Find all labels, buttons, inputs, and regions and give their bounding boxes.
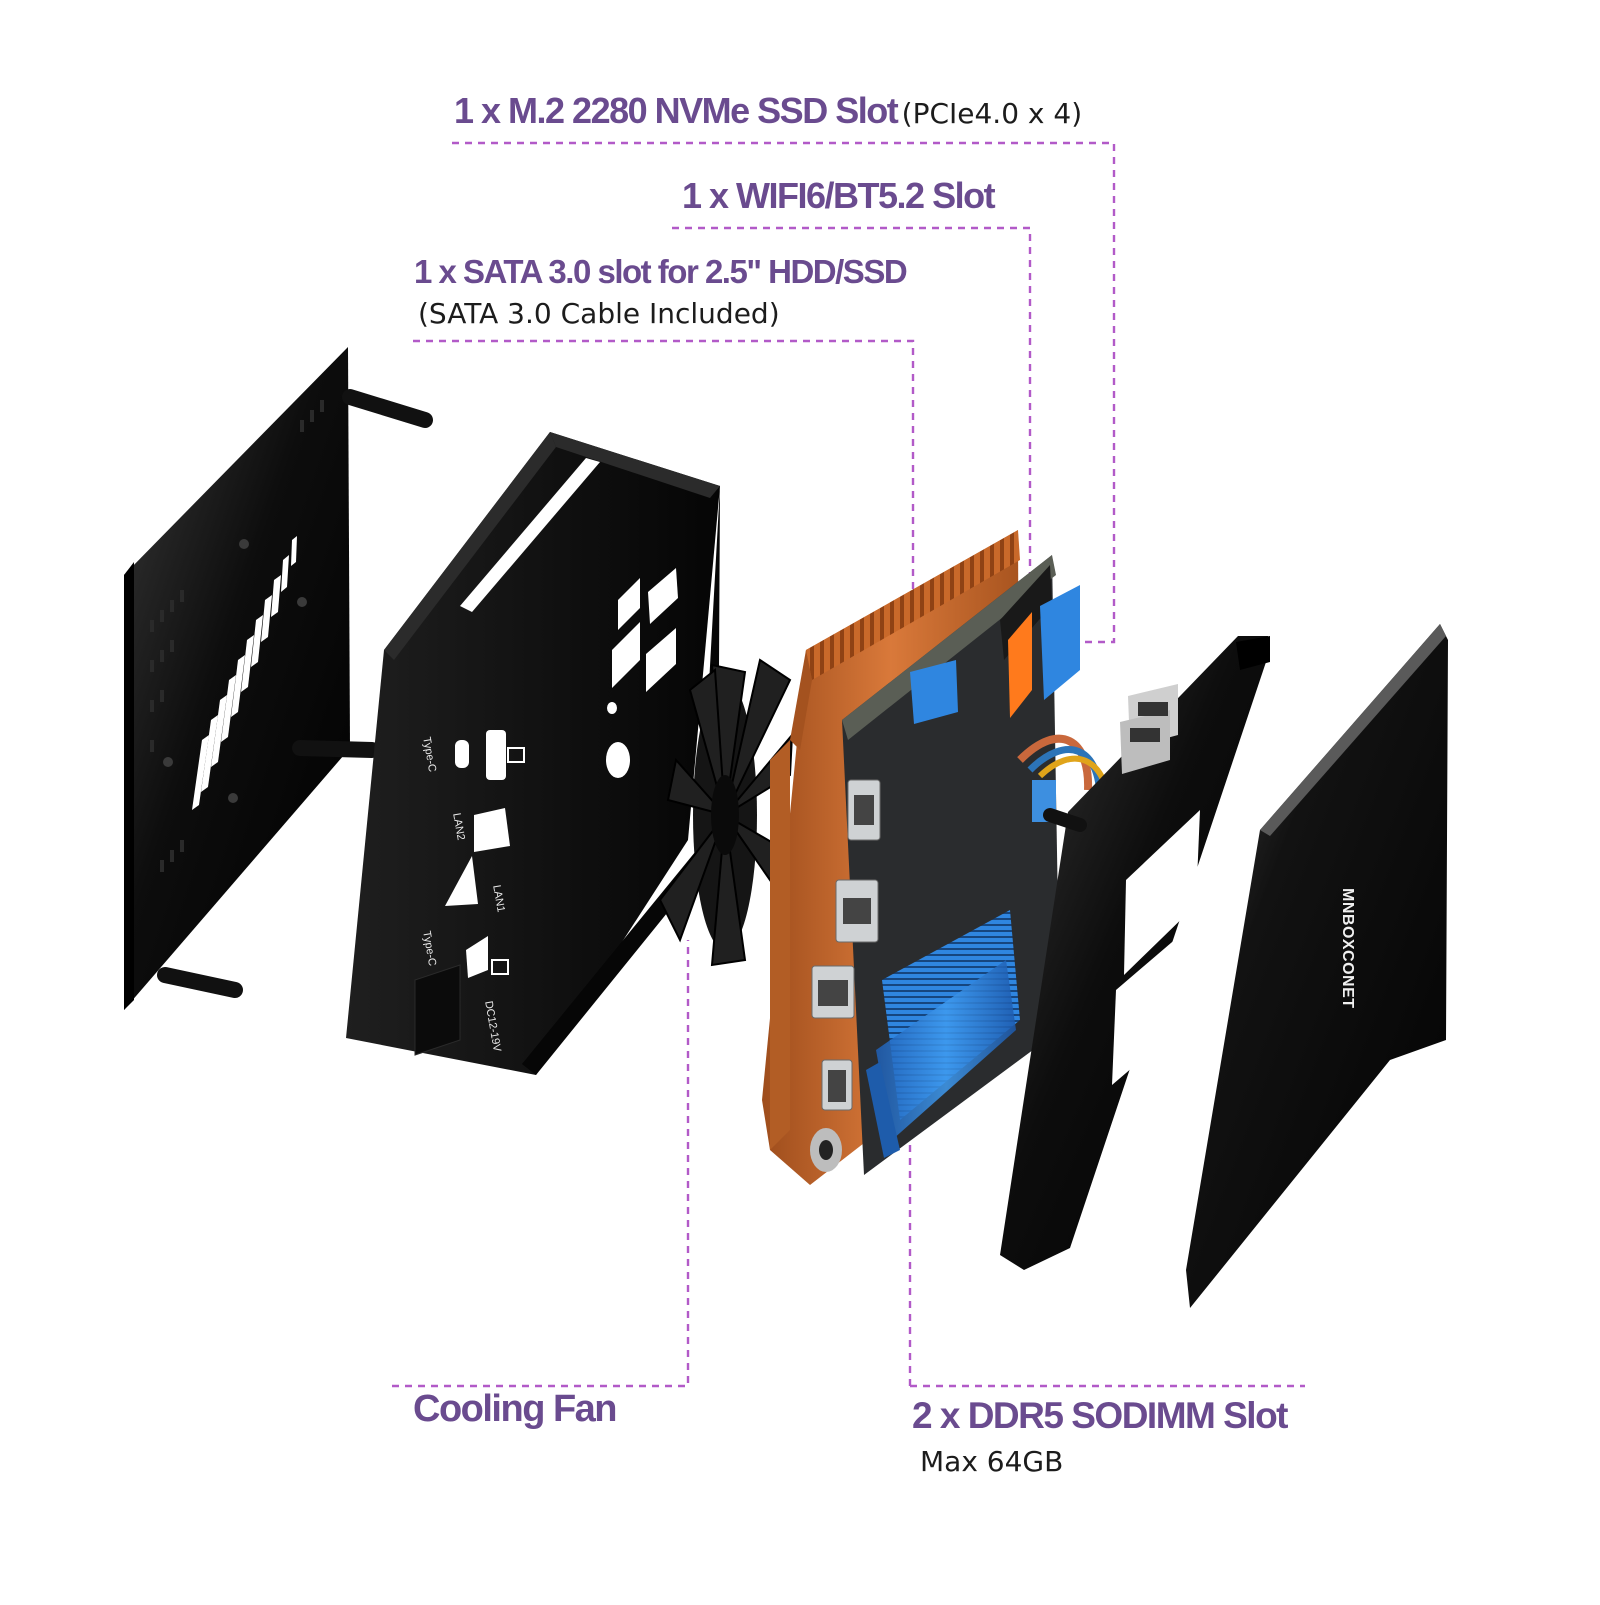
ram-callout-title: 2 x DDR5 SODIMM Slot — [912, 1395, 1289, 1436]
cooling-fan — [658, 658, 794, 967]
vented-side-panel — [124, 347, 433, 1010]
ram-callout: 2 x DDR5 SODIMM Slot Max 64GB — [912, 1395, 1289, 1478]
sata-leader-line — [413, 339, 915, 690]
ram-callout-note: Max 64GB — [920, 1445, 1064, 1478]
wifi-leader-line — [672, 226, 1032, 610]
wifi-callout-title: 1 x WIFI6/BT5.2 Slot — [682, 175, 996, 216]
ssd-callout: 1 x M.2 2280 NVMe SSD Slot (PCIe4.0 x 4) — [454, 90, 1082, 132]
fan-callout: Cooling Fan — [413, 1388, 618, 1431]
motherboard — [762, 530, 1113, 1185]
chassis-shell — [346, 432, 720, 1075]
brand-logo-text: MNBOXCONET — [1339, 888, 1356, 1009]
sata-callout: 1 x SATA 3.0 slot for 2.5" HDD/SSD (SATA… — [414, 253, 908, 330]
top-cover-lid — [1186, 624, 1448, 1308]
front-io-panel — [1000, 636, 1270, 1270]
ram-leader-line — [908, 1120, 1305, 1388]
fan-callout-title: Cooling Fan — [413, 1388, 618, 1430]
sata-callout-title: 1 x SATA 3.0 slot for 2.5" HDD/SSD — [414, 253, 908, 290]
ssd-leader-line — [452, 141, 1116, 644]
sata-callout-note: (SATA 3.0 Cable Included) — [418, 297, 780, 330]
ssd-callout-title: 1 x M.2 2280 NVMe SSD Slot — [454, 90, 899, 131]
wifi-callout: 1 x WIFI6/BT5.2 Slot — [682, 175, 996, 217]
ssd-callout-note: (PCIe4.0 x 4) — [901, 97, 1083, 130]
leader-lines — [392, 141, 1305, 1388]
